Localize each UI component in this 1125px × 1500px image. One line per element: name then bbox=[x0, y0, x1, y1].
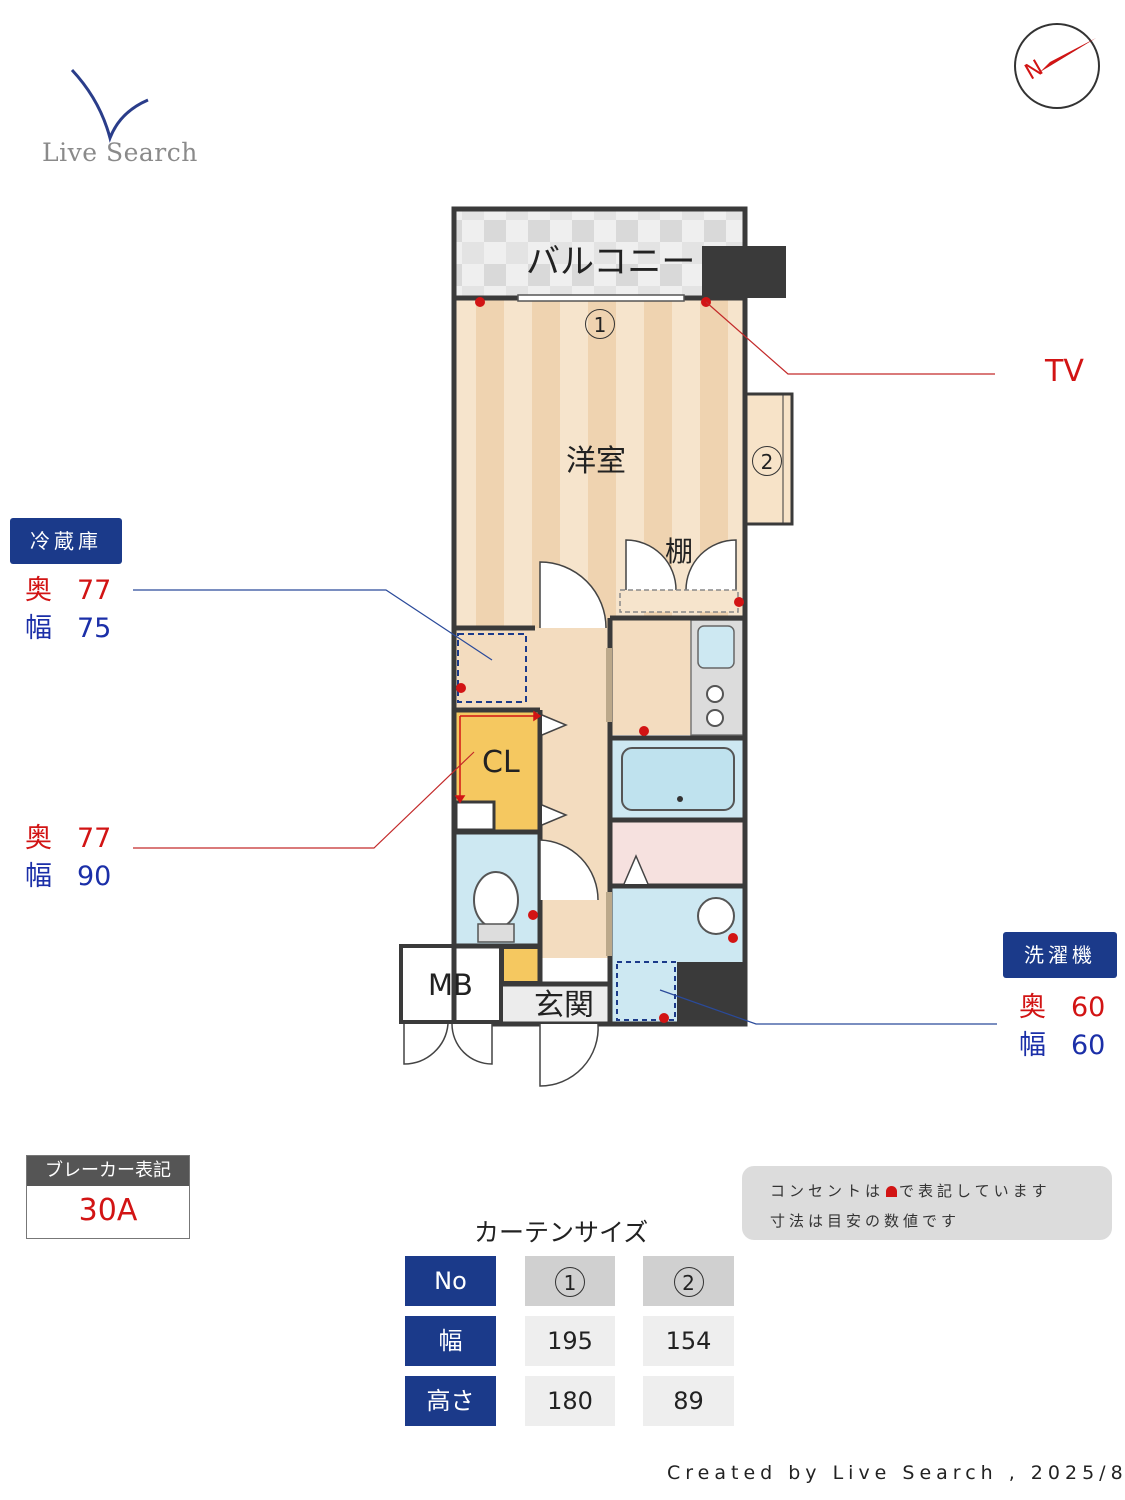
note-text: コンセントは bbox=[770, 1182, 885, 1200]
curtain-header-no: No bbox=[405, 1256, 496, 1306]
western-room-label: 洋室 bbox=[566, 444, 626, 479]
legend-note: コンセントはで表記しています 寸法は目安の数値です bbox=[742, 1166, 1112, 1240]
curtain-height-1: 180 bbox=[525, 1376, 615, 1426]
meter-box bbox=[399, 944, 503, 1024]
sink-icon bbox=[697, 625, 735, 669]
width-label: 幅 bbox=[25, 613, 52, 644]
fridge-dimensions: 奥 77 幅 75 bbox=[25, 572, 111, 648]
bathtub-icon bbox=[621, 747, 735, 811]
balcony-area bbox=[454, 209, 744, 297]
curtain-table-title: カーテンサイズ bbox=[474, 1218, 649, 1247]
entrance-label: 玄関 bbox=[534, 988, 594, 1023]
closet-label: CL bbox=[482, 745, 520, 780]
window-number: 2 bbox=[752, 446, 782, 476]
curtain-header-2: 2 bbox=[643, 1256, 734, 1306]
shelf-label: 棚 bbox=[665, 535, 694, 568]
depth-value: 77 bbox=[77, 823, 112, 854]
washer-space bbox=[616, 961, 676, 1021]
width-value: 75 bbox=[77, 613, 112, 644]
outlet-legend-icon bbox=[886, 1186, 898, 1197]
curtain-width-1: 195 bbox=[525, 1316, 615, 1366]
logo-v-mark bbox=[70, 68, 149, 143]
tv-label: TV bbox=[1045, 354, 1084, 389]
note-text: 寸法は目安の数値です bbox=[770, 1212, 961, 1230]
depth-label: 奥 bbox=[25, 575, 52, 606]
washer-dimensions: 奥 60 幅 60 bbox=[1019, 989, 1105, 1065]
window-number: 1 bbox=[555, 1267, 585, 1297]
window-marker-1: 1 bbox=[585, 309, 615, 339]
curtain-height-2: 89 bbox=[643, 1376, 734, 1426]
breaker-title: ブレーカー表記 bbox=[27, 1156, 189, 1186]
stove-icon bbox=[706, 685, 724, 703]
curtain-header-1: 1 bbox=[525, 1256, 615, 1306]
window-marker-2: 2 bbox=[752, 446, 782, 476]
closet-dimensions: 奥 77 幅 90 bbox=[25, 820, 111, 896]
washbasin-icon bbox=[697, 897, 735, 935]
window-number: 1 bbox=[585, 309, 615, 339]
fridge-tag: 冷蔵庫 bbox=[10, 518, 122, 564]
depth-label: 奥 bbox=[1019, 992, 1046, 1023]
toilet-bowl bbox=[473, 871, 519, 929]
credit-line: Created by Live Search , 2025/8 bbox=[667, 1462, 1125, 1484]
depth-value: 77 bbox=[77, 575, 112, 606]
outlet-markers bbox=[456, 297, 744, 1023]
width-label: 幅 bbox=[1019, 1030, 1046, 1061]
fridge-space bbox=[457, 633, 527, 703]
entrance-area bbox=[502, 984, 610, 1022]
width-value: 90 bbox=[77, 861, 112, 892]
curtain-row-label-height: 高さ bbox=[405, 1376, 496, 1426]
curtain-row-label-width: 幅 bbox=[405, 1316, 496, 1366]
meter-box-label: MB bbox=[428, 968, 473, 1002]
compass-icon bbox=[1014, 23, 1100, 109]
curtain-width-2: 154 bbox=[643, 1316, 734, 1366]
logo-text: Live Search bbox=[42, 138, 198, 167]
breaker-box: ブレーカー表記 30A bbox=[26, 1155, 190, 1239]
width-value: 60 bbox=[1071, 1030, 1106, 1061]
note-text: で表記しています bbox=[899, 1182, 1051, 1200]
balcony-label: バルコニー bbox=[526, 242, 696, 282]
depth-label: 奥 bbox=[25, 823, 52, 854]
depth-value: 60 bbox=[1071, 992, 1106, 1023]
window-number: 2 bbox=[673, 1267, 704, 1297]
washer-tag: 洗濯機 bbox=[1003, 932, 1117, 978]
width-label: 幅 bbox=[25, 861, 52, 892]
breaker-value: 30A bbox=[78, 1193, 138, 1228]
